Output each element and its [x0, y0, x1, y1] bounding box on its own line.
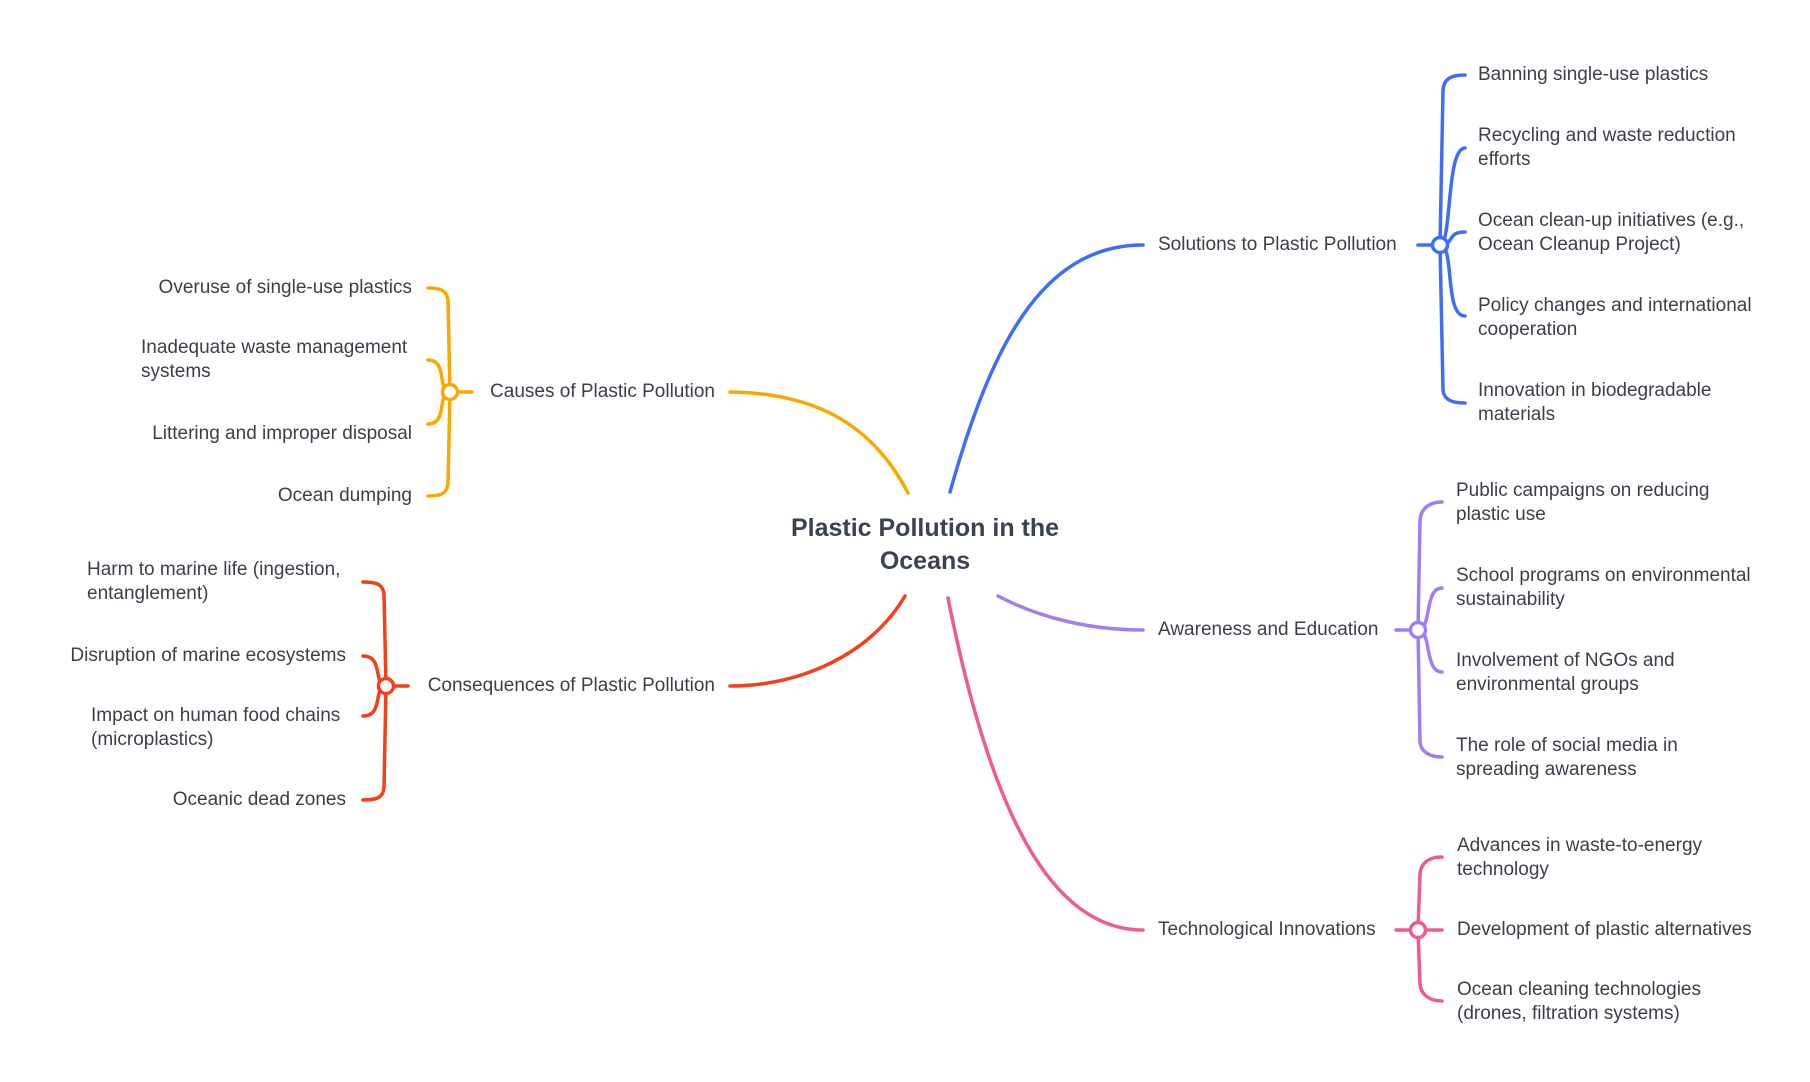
awareness-bracket: [1394, 500, 1444, 759]
awareness-item[interactable]: Involvement of NGOs and environmental gr…: [1456, 650, 1675, 695]
consequences-bracket: [361, 580, 410, 802]
solutions-item[interactable]: Banning single-use plastics: [1478, 64, 1709, 85]
causes-item[interactable]: Littering and improper disposal: [152, 423, 412, 444]
branch-technology-label[interactable]: Technological Innovations: [1158, 919, 1376, 940]
consequences-item[interactable]: Disruption of marine ecosystems: [70, 645, 346, 666]
awareness-item[interactable]: Public campaigns on reducing plastic use: [1456, 480, 1710, 525]
awareness-item[interactable]: The role of social media in spreading aw…: [1456, 735, 1678, 780]
awareness-item[interactable]: School programs on environmental sustain…: [1456, 565, 1751, 610]
solutions-item[interactable]: Ocean clean-up initiatives (e.g., Ocean …: [1478, 210, 1745, 255]
consequences-item[interactable]: Oceanic dead zones: [172, 789, 346, 810]
connector-consequences: [728, 594, 907, 688]
central-topic[interactable]: Plastic Pollution in the Oceans: [790, 514, 1060, 575]
causes-item[interactable]: Overuse of single-use plastics: [158, 277, 412, 298]
branch-causes-label[interactable]: Causes of Plastic Pollution: [490, 381, 715, 402]
branch-solutions-label[interactable]: Solutions to Plastic Pollution: [1158, 234, 1397, 255]
connector-awareness: [996, 594, 1145, 632]
connector-solutions: [948, 243, 1145, 494]
consequences-item[interactable]: Harm to marine life (ingestion, entangle…: [87, 559, 341, 604]
causes-item[interactable]: Inadequate waste management systems: [141, 337, 408, 382]
consequences-item[interactable]: Impact on human food chains (microplasti…: [91, 705, 341, 750]
causes-bracket: [426, 286, 474, 498]
branch-awareness-label[interactable]: Awareness and Education: [1158, 619, 1379, 640]
technology-bracket: [1394, 855, 1444, 1003]
solutions-item[interactable]: Innovation in biodegradable materials: [1478, 380, 1712, 425]
branch-consequences-label[interactable]: Consequences of Plastic Pollution: [427, 675, 715, 696]
technology-item[interactable]: Advances in waste-to-energy technology: [1457, 835, 1703, 880]
technology-item[interactable]: Ocean cleaning technologies (drones, fil…: [1457, 979, 1702, 1024]
solutions-item[interactable]: Policy changes and international coopera…: [1478, 295, 1752, 340]
technology-item[interactable]: Development of plastic alternatives: [1457, 919, 1752, 940]
solutions-item[interactable]: Recycling and waste reduction efforts: [1478, 125, 1736, 170]
connector-technology: [946, 596, 1145, 932]
causes-item[interactable]: Ocean dumping: [277, 485, 412, 506]
solutions-bracket: [1416, 73, 1467, 405]
connector-causes: [728, 390, 910, 495]
